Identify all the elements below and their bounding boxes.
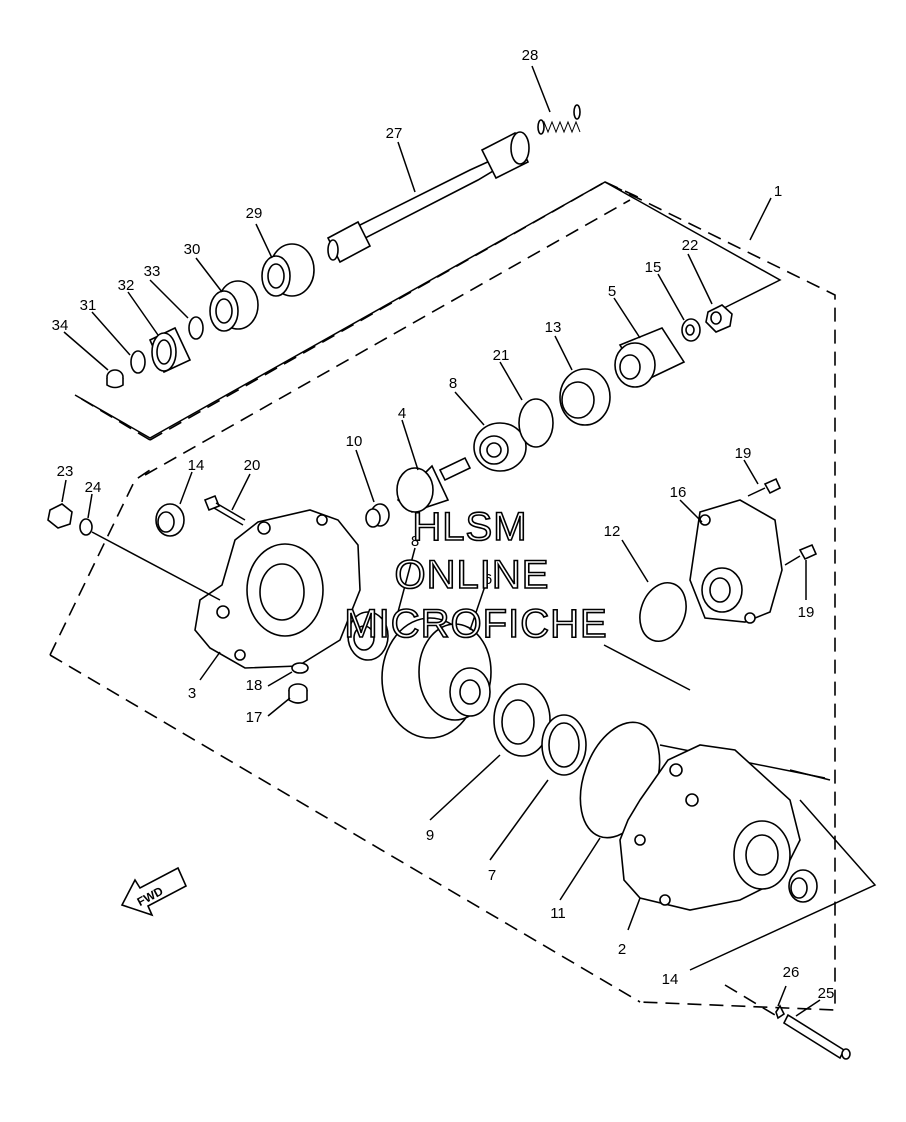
callout-8-lower: 8 [411, 533, 419, 550]
callout-4: 4 [398, 405, 406, 422]
callout-17: 17 [246, 709, 263, 726]
bolt-20-part [203, 494, 246, 526]
right-case-part [619, 744, 801, 911]
callout-labels: 1 2 3 4 5 6 7 8 8 9 10 11 12 13 14 14 15… [52, 47, 835, 1002]
callout-24: 24 [85, 479, 102, 496]
callout-19-upper: 19 [735, 445, 752, 462]
drain-bolt-part [47, 503, 221, 601]
oil-seal-14-left-part [155, 503, 185, 537]
callout-5: 5 [608, 283, 616, 300]
bearing-9-part [493, 683, 551, 757]
left-case-part [194, 509, 361, 669]
circlip-parts [130, 316, 204, 374]
pin-clip-parts [775, 1004, 851, 1060]
callout-9: 9 [426, 827, 434, 844]
watermark: HLSM ONLINE MICROFICHE [344, 504, 608, 647]
bolt-19-parts [747, 477, 818, 566]
callout-31: 31 [80, 297, 97, 314]
callout-28: 28 [522, 47, 539, 64]
callout-15: 15 [645, 259, 662, 276]
callout-13: 13 [545, 319, 562, 336]
bearing-29-part [261, 243, 315, 297]
watermark-line-2: ONLINE [395, 553, 550, 597]
callout-14-upper: 14 [188, 457, 205, 474]
callout-3: 3 [188, 685, 196, 702]
plug-part [106, 369, 124, 389]
ring-gear-part [381, 617, 492, 739]
oil-seal-13-part [559, 368, 611, 426]
callout-12: 12 [604, 523, 621, 540]
callout-10: 10 [346, 433, 363, 450]
callout-20: 20 [244, 457, 261, 474]
callout-2: 2 [618, 941, 626, 958]
watermark-line-1: HLSM [412, 505, 527, 549]
callout-14-lower: 14 [662, 971, 679, 988]
callout-6: 6 [484, 571, 492, 588]
callout-19-lower: 19 [798, 604, 815, 621]
callout-7: 7 [488, 867, 496, 884]
washer-nut-parts [681, 304, 733, 342]
callout-30: 30 [184, 241, 201, 258]
bearing-8-upper-part [473, 422, 527, 472]
callout-34: 34 [52, 317, 69, 334]
fwd-arrow-icon: FWD [120, 866, 188, 917]
cover-16-part [689, 499, 783, 624]
coupling-5-part [614, 327, 686, 388]
callout-8-upper: 8 [449, 375, 457, 392]
callout-26: 26 [783, 964, 800, 981]
pinion-gear-part [396, 456, 472, 513]
spring-part [537, 104, 581, 135]
callout-27: 27 [386, 125, 403, 142]
circlip-21-part [518, 398, 554, 448]
bearing-8-lower-part [347, 611, 389, 661]
callout-16: 16 [670, 484, 687, 501]
callout-23: 23 [57, 463, 74, 480]
callout-25: 25 [818, 985, 835, 1002]
bearing-10-part [365, 503, 390, 528]
callout-leaders [61, 65, 821, 1017]
bearing-30-part [209, 280, 259, 332]
callout-11: 11 [550, 905, 566, 922]
callout-32: 32 [118, 277, 135, 294]
drive-shaft-part [326, 131, 530, 264]
shim-7-part [541, 714, 587, 776]
o-ring-12-part [639, 582, 687, 642]
callout-21: 21 [493, 347, 510, 364]
filler-plug-part [288, 662, 309, 704]
needle-bearing-part [148, 326, 192, 374]
oil-seal-14-right-part [788, 869, 818, 903]
callout-1: 1 [774, 183, 782, 200]
callout-22: 22 [682, 237, 699, 254]
callout-18: 18 [246, 677, 263, 694]
watermark-line-3: MICROFICHE [344, 602, 607, 646]
callout-33: 33 [144, 263, 161, 280]
callout-29: 29 [246, 205, 263, 222]
